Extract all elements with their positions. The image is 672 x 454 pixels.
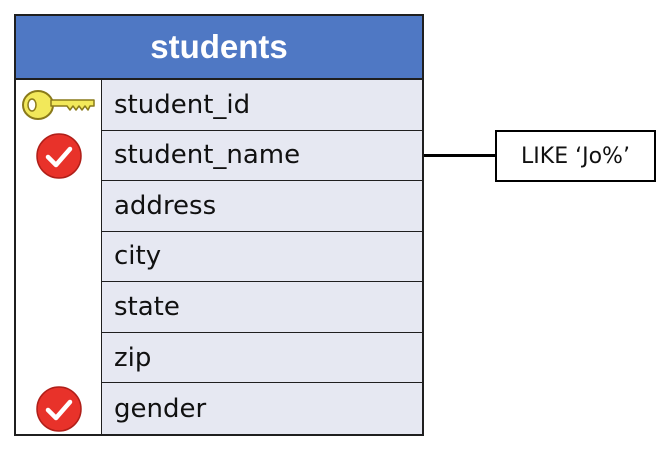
students-table: students student_id student_name bbox=[14, 14, 424, 436]
column-name: gender bbox=[102, 383, 422, 434]
column-name: student_name bbox=[102, 130, 422, 182]
column-row-address: address bbox=[16, 181, 422, 232]
column-row-student-id: student_id bbox=[16, 80, 422, 131]
column-row-city: city bbox=[16, 231, 422, 283]
column-name: state bbox=[102, 282, 422, 333]
icon-cell bbox=[16, 130, 102, 182]
column-row-student-name: student_name bbox=[16, 130, 422, 182]
column-row-gender: gender bbox=[16, 383, 422, 434]
icon-cell bbox=[16, 80, 102, 131]
column-name: zip bbox=[102, 332, 422, 384]
column-row-state: state bbox=[16, 282, 422, 333]
icon-cell bbox=[16, 282, 102, 333]
table-title: students bbox=[16, 16, 422, 80]
column-row-zip: zip bbox=[16, 332, 422, 384]
column-name: student_id bbox=[102, 80, 422, 131]
check-icon bbox=[35, 385, 82, 432]
column-name: city bbox=[102, 231, 422, 283]
check-icon bbox=[35, 133, 82, 179]
icon-cell bbox=[16, 181, 102, 232]
filter-connector-line bbox=[424, 154, 496, 157]
column-name: address bbox=[102, 181, 422, 232]
key-icon bbox=[21, 90, 95, 121]
table-rows: student_id student_name address city sta… bbox=[16, 80, 422, 434]
icon-cell bbox=[16, 332, 102, 384]
icon-cell bbox=[16, 231, 102, 283]
icon-cell bbox=[16, 383, 102, 434]
filter-condition-box: LIKE ‘Jo%’ bbox=[495, 130, 656, 182]
